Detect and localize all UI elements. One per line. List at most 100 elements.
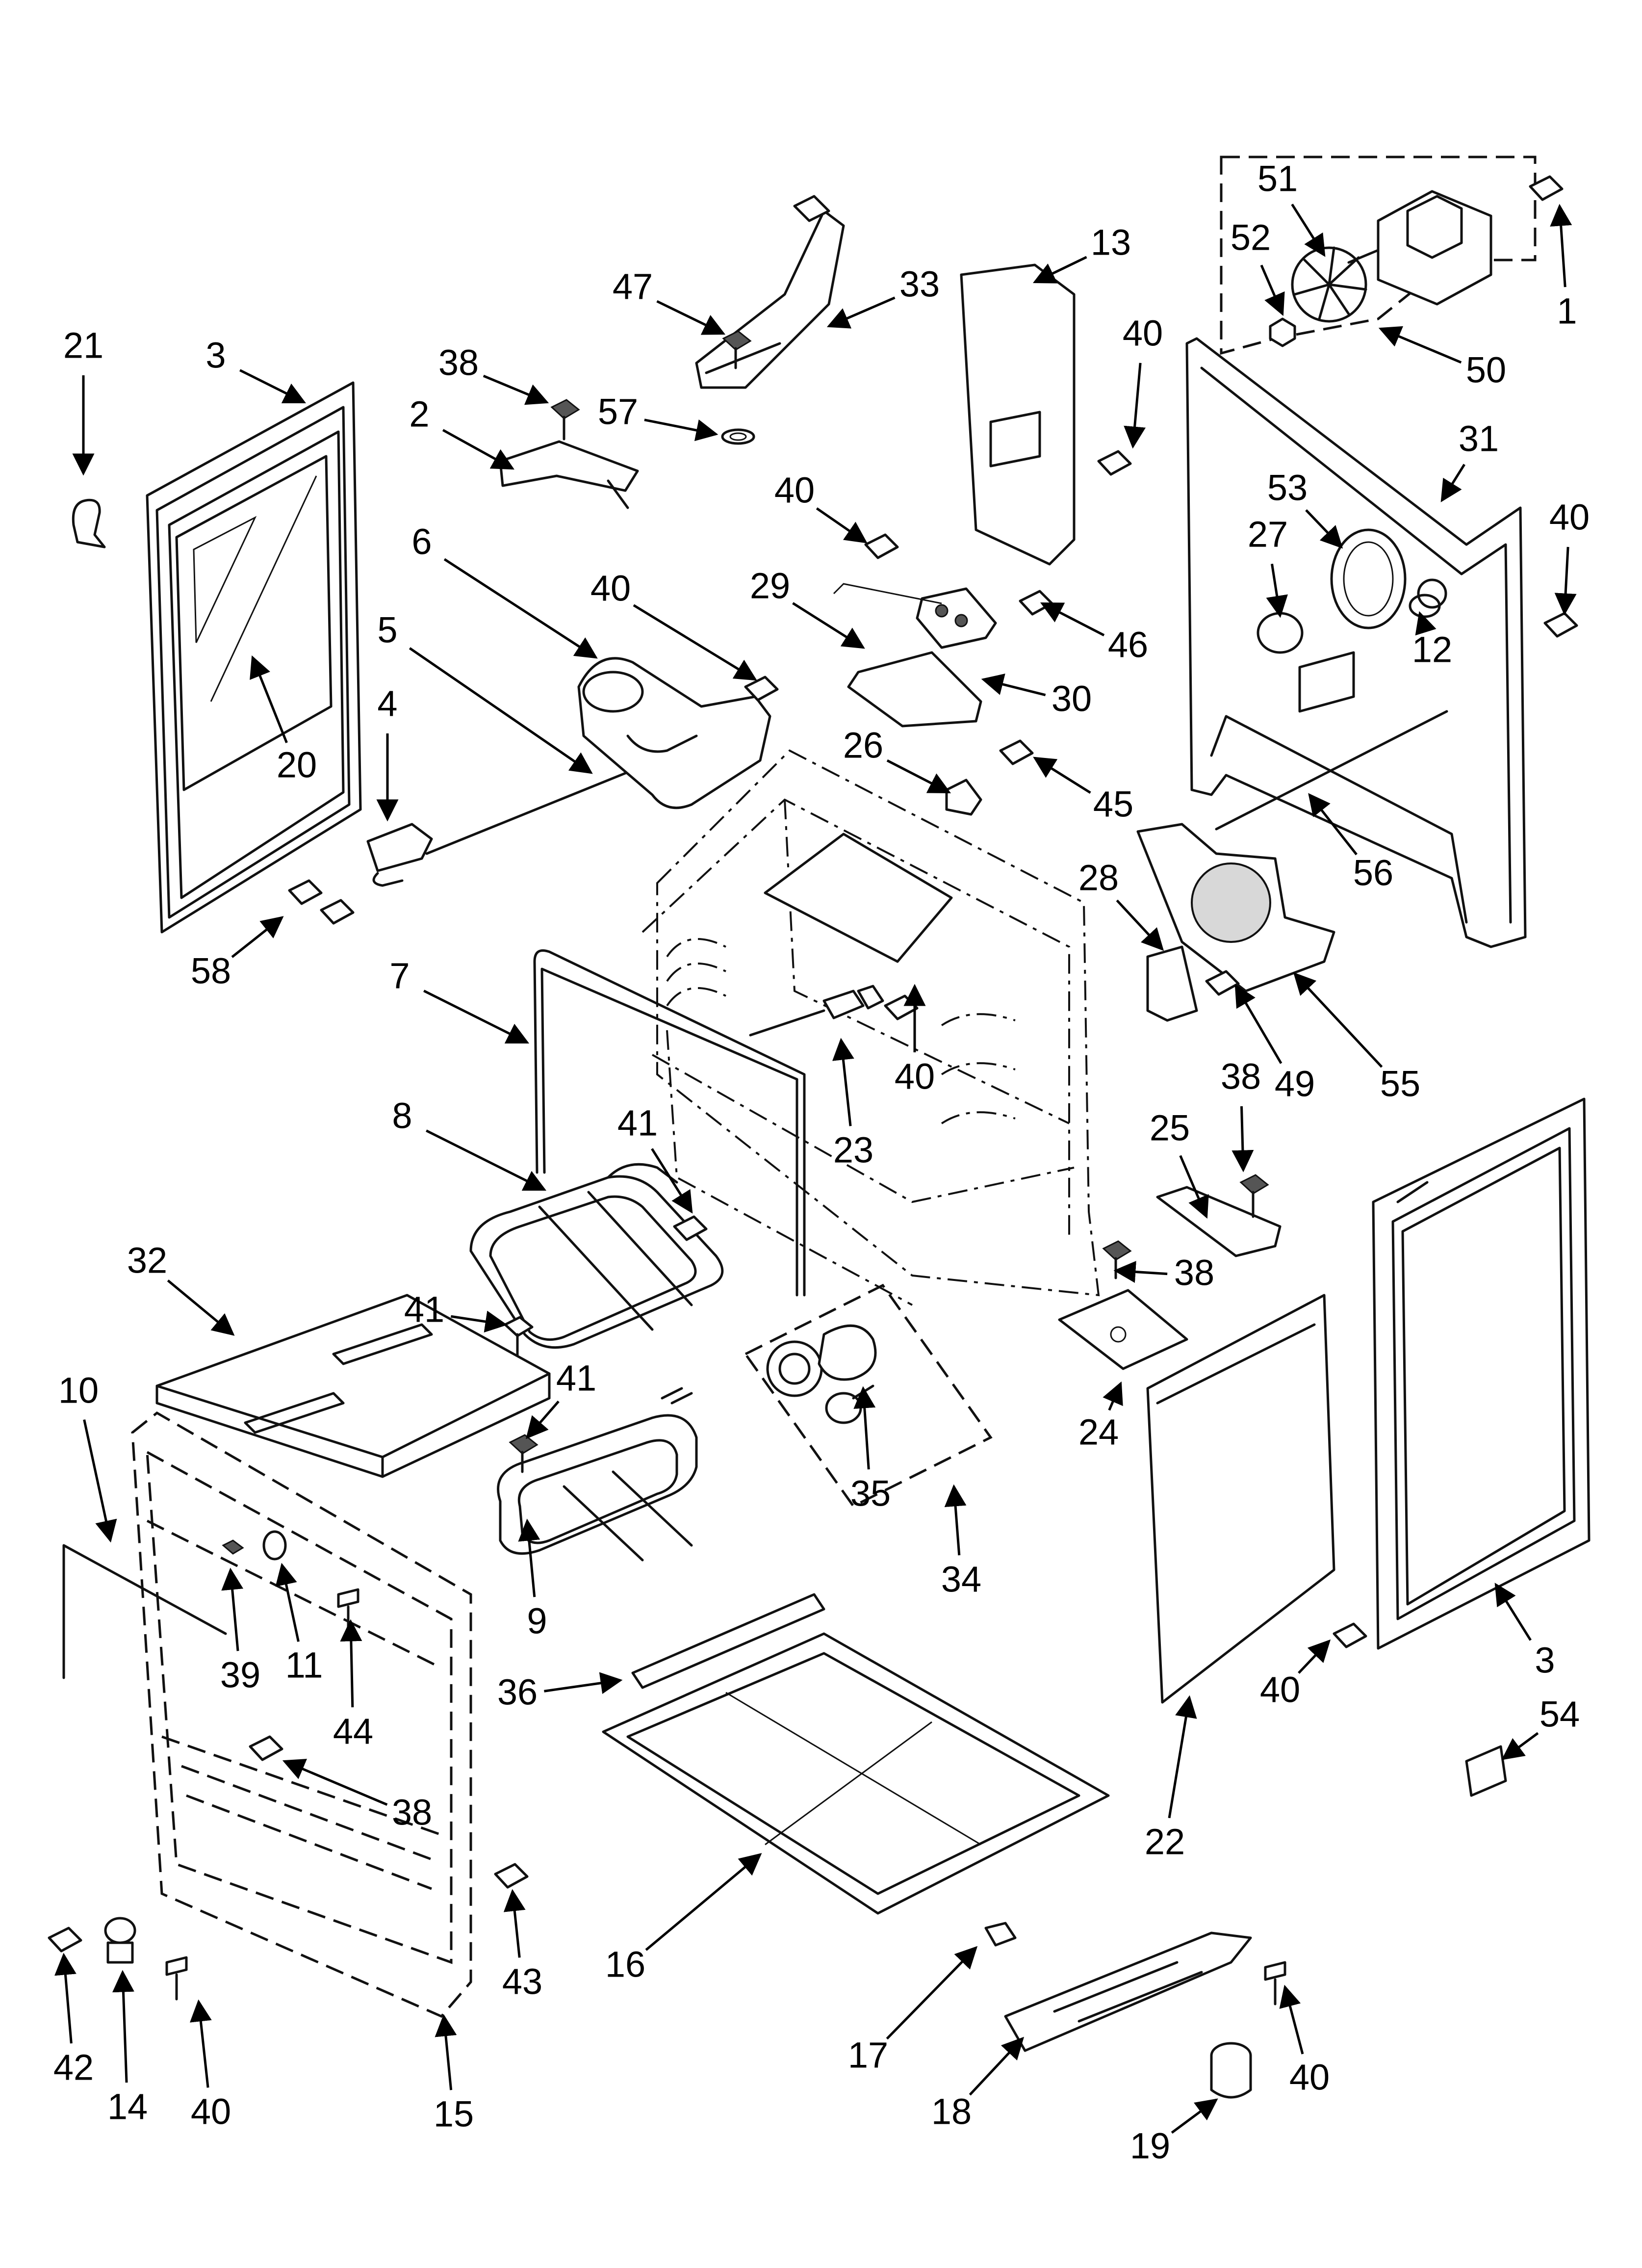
part-screw-41b — [504, 1316, 534, 1358]
callout-number: 28 — [1078, 858, 1119, 898]
callout-number: 47 — [613, 266, 653, 307]
callout-number: 19 — [1130, 2126, 1170, 2166]
callout-41: 41 — [617, 1103, 693, 1214]
callout-number: 29 — [750, 566, 790, 606]
callout-36: 36 — [497, 1672, 623, 1713]
leader-arrow — [816, 507, 868, 544]
callout-number: 30 — [1052, 678, 1092, 719]
callout-number: 40 — [1549, 497, 1590, 538]
callout-number: 21 — [63, 325, 103, 366]
part-clip — [72, 498, 106, 548]
part-convection-fan-kit — [1220, 156, 1564, 355]
callout-11: 11 — [275, 1563, 323, 1686]
callout-number: 20 — [277, 745, 317, 785]
leader-arrow — [518, 1518, 540, 1597]
leader-arrow — [1440, 464, 1465, 502]
part-screw-40-cover — [1097, 450, 1132, 476]
part-side-panel-right — [1372, 1097, 1591, 1650]
leader-arrow — [1554, 547, 1577, 616]
callout-21: 21 — [63, 325, 103, 476]
callout-50: 50 — [1378, 326, 1506, 391]
callout-number: 41 — [617, 1103, 658, 1144]
part-bottom-panel — [602, 1632, 1110, 1915]
leader-arrow — [886, 759, 951, 794]
part-cover-panel — [960, 263, 1076, 566]
callout-25: 25 — [1150, 1108, 1209, 1219]
callout-number: 49 — [1275, 1064, 1315, 1104]
part-fan-blade-51 — [1291, 246, 1367, 323]
callout-38: 38 — [282, 1759, 432, 1833]
callout-3: 3 — [205, 335, 307, 404]
callout-32: 32 — [127, 1240, 235, 1336]
callout-40: 40 — [774, 470, 868, 544]
callout-number: 11 — [285, 1645, 323, 1686]
callout-number: 41 — [404, 1289, 444, 1330]
callout-57: 57 — [598, 391, 718, 442]
leader-arrow — [1550, 204, 1572, 287]
part-motor-1 — [1347, 190, 1492, 306]
callout-49: 49 — [1234, 984, 1315, 1104]
leader-arrow — [544, 1672, 623, 1694]
part-side-panel-inner — [1146, 1294, 1335, 1704]
leader-arrow — [526, 1400, 560, 1439]
part-clip-26 — [945, 779, 982, 816]
part-screw-40-29 — [833, 533, 942, 604]
callout-number: 40 — [1260, 1669, 1300, 1710]
callout-51: 51 — [1257, 158, 1326, 257]
part-gasket-57 — [721, 428, 755, 445]
callout-number: 56 — [1353, 853, 1393, 893]
callout-40: 40 — [895, 984, 935, 1097]
leader-arrow — [483, 374, 549, 405]
callout-number: 22 — [1145, 1822, 1185, 1862]
leader-arrow — [633, 604, 757, 681]
callout-8: 8 — [392, 1095, 547, 1191]
callout-38: 38 — [438, 342, 549, 405]
callout-number: 52 — [1231, 217, 1271, 258]
callout-22: 22 — [1145, 1695, 1197, 1862]
part-screw-40-toe — [1264, 1961, 1286, 2006]
callout-31: 31 — [1440, 418, 1499, 502]
leader-arrow — [190, 1999, 212, 2088]
leader-arrow — [651, 1148, 693, 1214]
leader-arrow — [981, 673, 1046, 697]
part-bracket-2 — [499, 440, 639, 509]
leader-arrow — [112, 1970, 134, 2083]
callout-43: 43 — [502, 1889, 542, 2002]
callout-12: 12 — [1412, 611, 1452, 670]
part-screw-38-bracket — [1239, 1174, 1269, 1218]
callout-number: 3 — [1535, 1640, 1555, 1681]
callout-41: 41 — [404, 1289, 508, 1333]
part-opening-53 — [1330, 528, 1407, 629]
callout-24: 24 — [1078, 1381, 1123, 1453]
leader-arrow — [275, 1563, 300, 1642]
part-bake-element — [497, 1387, 698, 1562]
callout-45: 45 — [1033, 756, 1133, 825]
part-nut-52 — [1269, 317, 1296, 347]
part-screw-39 — [222, 1539, 244, 1555]
part-plate-24 — [1058, 1289, 1188, 1370]
leader-arrow — [250, 655, 288, 743]
callout-40: 40 — [1279, 1984, 1330, 2098]
part-screw-40-latch — [744, 676, 779, 702]
leader-arrow — [167, 1279, 235, 1336]
callout-number: 43 — [502, 1961, 542, 2002]
part-screw-40-rear — [1543, 612, 1578, 638]
callout-number: 12 — [1412, 629, 1452, 670]
part-screw-41a — [673, 1215, 708, 1241]
callout-number: 2 — [409, 394, 429, 435]
leader-arrow — [944, 1484, 967, 1556]
leader-arrow — [1501, 1732, 1539, 1760]
callout-number: 15 — [434, 2094, 474, 2135]
callout-number: 54 — [1539, 1694, 1580, 1735]
callout-23: 23 — [832, 1038, 873, 1171]
callout-29: 29 — [750, 566, 865, 649]
callout-number: 34 — [941, 1559, 981, 1600]
leader-arrow — [503, 1889, 526, 1958]
part-broil-element — [469, 1163, 724, 1349]
part-tray-32 — [155, 1294, 551, 1478]
callout-number: 8 — [392, 1095, 412, 1136]
part-screw-49 — [1205, 970, 1240, 996]
callout-number: 40 — [590, 568, 631, 609]
callout-6: 6 — [411, 521, 598, 659]
part-hinge — [366, 823, 433, 887]
